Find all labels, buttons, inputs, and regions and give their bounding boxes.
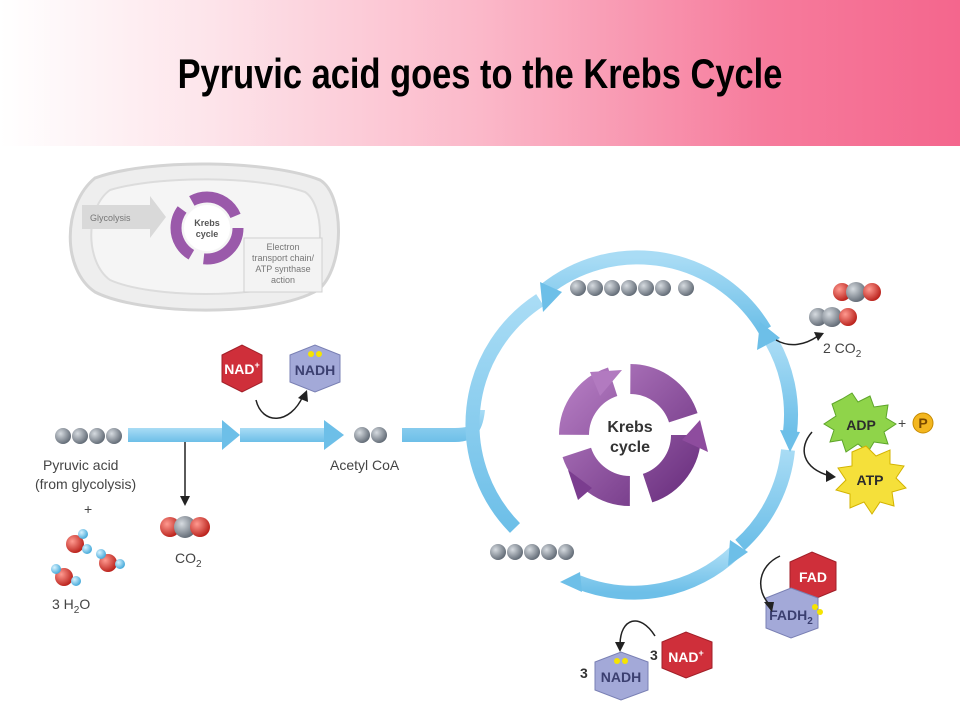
krebs-center-label-1: Krebs <box>607 419 652 436</box>
inset-etc-label-4: action <box>271 275 295 285</box>
atp-label: ATP <box>857 472 884 488</box>
co2-molecules-right <box>809 282 881 327</box>
co2-label-left: CO2 <box>175 550 202 570</box>
svg-text:NAD+: NAD+ <box>224 360 260 377</box>
fad-label: FAD <box>799 569 827 585</box>
adp-burst: ADP <box>823 392 897 453</box>
phosphate-label: P <box>918 415 927 431</box>
plus-sign-left: + <box>84 501 92 517</box>
inset-krebs-label-1: Krebs <box>194 218 220 228</box>
inset-etc-label-1: Electron <box>266 242 299 252</box>
nadh-badge-left: NADH <box>289 344 341 393</box>
co2-release-arrow-right <box>775 335 819 346</box>
water-molecules <box>51 529 125 586</box>
pyruvic-acid-source-label: (from glycolysis) <box>35 476 136 492</box>
adp-atp-arrow <box>803 431 831 477</box>
fad-conversion-arrow <box>760 555 781 606</box>
phosphate-circle: P <box>912 412 934 434</box>
co2-label-right: 2 CO2 <box>823 340 862 360</box>
plus-sign-right: + <box>898 415 906 431</box>
acetyl-coa-molecule <box>354 427 387 443</box>
cycle-ring <box>465 250 800 600</box>
fad-badge: FAD <box>789 551 837 601</box>
water-label: 3 H2O <box>52 596 90 616</box>
mitochondrion-inset: Glycolysis Krebs cycle Electron transpor… <box>68 162 340 312</box>
atp-burst: ATP <box>835 445 907 515</box>
main-flow-arrow <box>128 410 485 450</box>
nad-conversion-arrow-left <box>255 395 304 419</box>
inset-etc-label-3: ATP synthase <box>255 264 310 274</box>
fadh2-badge: FADH2 <box>765 587 823 639</box>
nad-count-label: 3 <box>650 647 658 663</box>
krebs-center-label-2: cycle <box>610 439 650 456</box>
svg-text:NAD+: NAD+ <box>668 648 704 665</box>
title-banner: Pyruvic acid goes to the Krebs Cycle <box>0 0 960 146</box>
four-carbon-chain-bottom <box>490 544 574 560</box>
krebs-cycle-center: Krebs cycle <box>559 364 708 506</box>
nadh-label-left: NADH <box>295 362 335 378</box>
nad-badge-left: NAD+ <box>221 344 263 393</box>
nad-badge-right: 3 NAD+ <box>650 631 713 679</box>
pyruvic-acid-molecule <box>55 428 122 444</box>
inset-etc-label-2: transport chain/ <box>252 253 315 263</box>
page-title: Pyruvic acid goes to the Krebs Cycle <box>177 50 783 97</box>
fadh2-label: FADH <box>769 607 807 623</box>
four-carbon-chain-top <box>570 280 694 296</box>
pyruvic-acid-label: Pyruvic acid <box>43 457 118 473</box>
adp-label: ADP <box>846 417 876 433</box>
inset-glycolysis-label: Glycolysis <box>90 213 131 223</box>
svg-text:FADH2: FADH2 <box>769 607 813 627</box>
co2-molecule-left <box>160 516 210 538</box>
nad-conversion-arrow-right <box>619 620 656 646</box>
co2-release-arrow <box>180 442 190 506</box>
nadh-badge-right: 3 NADH <box>580 651 649 701</box>
acetyl-coa-label: Acetyl CoA <box>330 457 400 473</box>
nadh-count-label: 3 <box>580 665 588 681</box>
nad-label-right: NAD <box>668 649 698 665</box>
nadh-label-right: NADH <box>601 669 641 685</box>
nad-label-left: NAD <box>224 361 254 377</box>
inset-krebs-label-2: cycle <box>196 229 219 239</box>
